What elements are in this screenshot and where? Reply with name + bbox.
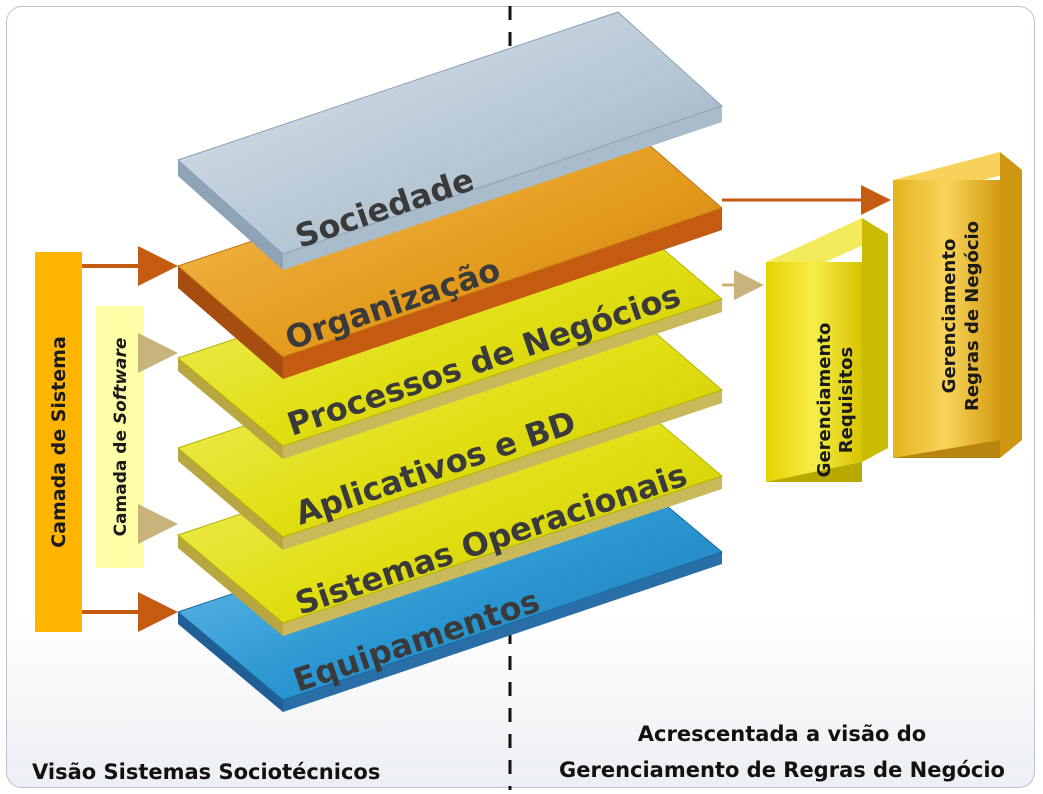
system-layer-label: Camada de Sistema	[48, 336, 70, 548]
box-gerenciamento-requisitos: Gerenciamento Requisitos	[766, 218, 888, 482]
requisitos-label-line2: Requisitos	[836, 347, 857, 454]
layer-sociedade: Sociedade	[177, 11, 723, 270]
regras-label-line1: Gerenciamento	[939, 239, 960, 394]
caption-left: Visão Sistemas Sociotécnicos	[32, 760, 381, 784]
software-layer-bar: Camada de Software	[96, 306, 144, 568]
requisitos-label-line1: Gerenciamento	[814, 323, 835, 478]
caption-right-line1: Acrescentada a visão do	[637, 722, 927, 746]
software-layer-label: Camada de Software	[111, 338, 131, 537]
layer-organizacao: Organização	[177, 117, 723, 379]
box-gerenciamento-regras: Gerenciamento Regras de Negócio	[893, 152, 1022, 458]
caption-right-line2: Gerenciamento de Regras de Negócio	[558, 758, 1005, 782]
regras-label-line2: Regras de Negócio	[962, 221, 983, 411]
system-layer-bar: Camada de Sistema	[35, 252, 82, 632]
